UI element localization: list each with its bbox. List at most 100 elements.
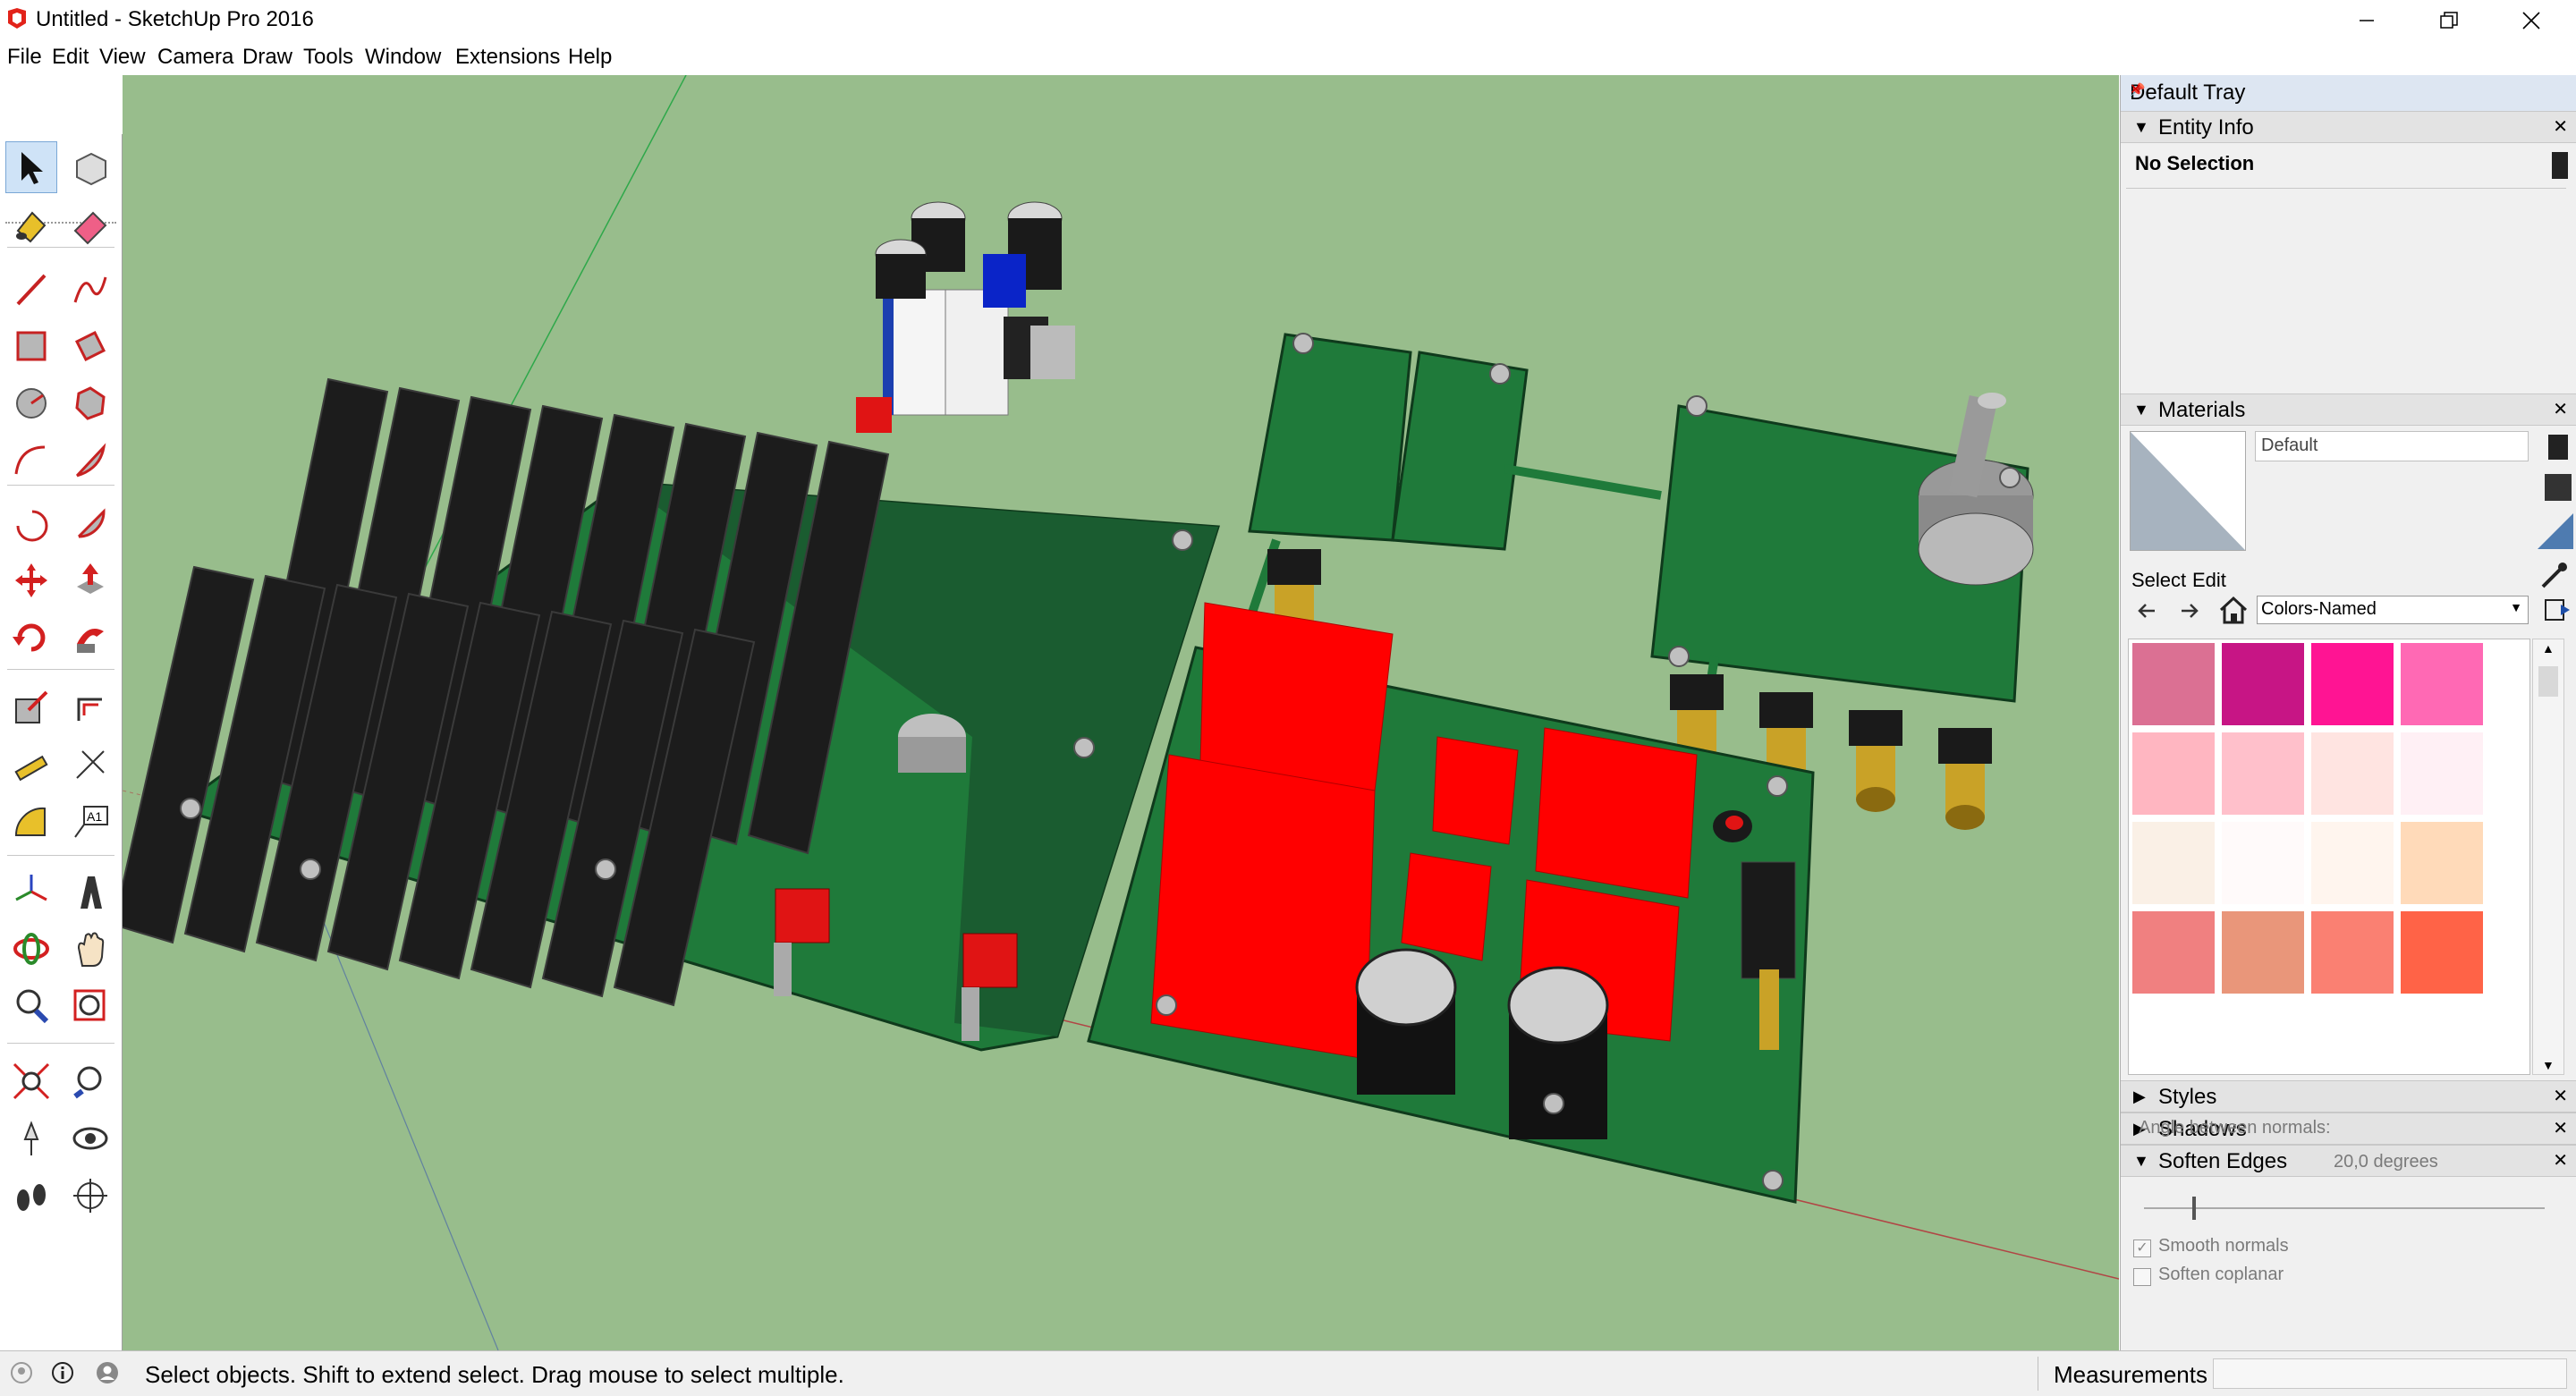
entity-info-header[interactable]: ▼ Entity Info ✕	[2121, 111, 2576, 143]
text-tool[interactable]: A1	[64, 796, 116, 848]
close-button[interactable]	[2490, 0, 2572, 41]
credits-info-icon[interactable]	[50, 1360, 75, 1385]
tab-select[interactable]: Select	[2131, 569, 2187, 591]
scroll-thumb[interactable]	[2538, 666, 2558, 697]
angle-slider-thumb[interactable]	[2192, 1197, 2196, 1220]
previous-view-tool[interactable]	[64, 1055, 116, 1107]
menu-help[interactable]: Help	[568, 45, 613, 69]
rectangle-tool[interactable]	[5, 320, 57, 372]
shadows-header[interactable]: ▶ Shadows ✕	[2121, 1113, 2576, 1145]
drawing-area[interactable]	[123, 75, 2119, 1350]
close-panel-icon[interactable]: ✕	[2553, 1151, 2568, 1171]
pin-icon[interactable]: 📌	[2130, 82, 2146, 97]
arc-tool[interactable]	[5, 435, 57, 486]
scroll-up-icon[interactable]: ▲	[2542, 641, 2555, 656]
offset-tool[interactable]	[64, 681, 116, 733]
two-point-arc-tool[interactable]	[64, 435, 116, 486]
create-material-icon[interactable]	[2545, 474, 2572, 501]
menu-window[interactable]: Window	[365, 45, 442, 69]
material-swatch[interactable]	[2132, 732, 2215, 815]
menu-tools[interactable]: Tools	[303, 45, 354, 69]
material-swatch[interactable]	[2311, 643, 2394, 725]
material-swatch[interactable]	[2132, 643, 2215, 725]
menu-file[interactable]: File	[7, 45, 42, 69]
section-plane-tool[interactable]	[64, 1170, 116, 1222]
display-secondary-pane-icon[interactable]	[2548, 435, 2568, 460]
user-account-icon[interactable]	[95, 1360, 120, 1385]
geo-location-icon[interactable]	[9, 1360, 34, 1385]
pan-tool[interactable]	[64, 923, 116, 975]
styles-header[interactable]: ▶ Styles ✕	[2121, 1080, 2576, 1113]
smooth-normals-checkbox[interactable]: ✓	[2133, 1239, 2151, 1257]
materials-header[interactable]: ▼ Materials ✕	[2121, 393, 2576, 426]
material-swatch[interactable]	[2311, 822, 2394, 904]
line-pencil-tool[interactable]	[5, 263, 57, 315]
material-swatch[interactable]	[2222, 643, 2304, 725]
3d-text-tool[interactable]	[64, 866, 116, 918]
zoom-extents-tool[interactable]	[5, 1055, 57, 1107]
minimize-button[interactable]	[2326, 0, 2408, 41]
follow-me-tool[interactable]	[64, 612, 116, 664]
home-icon[interactable]	[2217, 594, 2250, 626]
swatch-scrollbar[interactable]: ▲ ▼	[2532, 639, 2564, 1075]
restore-button[interactable]	[2408, 0, 2490, 41]
close-panel-icon[interactable]: ✕	[2553, 1119, 2568, 1138]
material-swatch[interactable]	[2311, 732, 2394, 815]
axes-tool[interactable]	[5, 866, 57, 918]
menu-draw[interactable]: Draw	[242, 45, 293, 69]
material-swatch[interactable]	[2401, 911, 2483, 994]
position-camera-tool[interactable]	[5, 1113, 57, 1164]
eyedropper-icon[interactable]	[2539, 562, 2568, 590]
material-swatch[interactable]	[2401, 643, 2483, 725]
toolbar-grip[interactable]	[5, 222, 116, 229]
protractor-tool[interactable]	[5, 796, 57, 848]
material-swatch[interactable]	[2311, 911, 2394, 994]
material-swatch[interactable]	[2401, 732, 2483, 815]
menu-edit[interactable]: Edit	[52, 45, 89, 69]
paint-bucket-tool[interactable]	[5, 199, 57, 250]
menu-extensions[interactable]: Extensions	[455, 45, 561, 69]
collection-dropdown[interactable]: Colors-Named ▼	[2257, 596, 2529, 624]
walk-tool[interactable]	[5, 1170, 57, 1222]
scroll-down-icon[interactable]: ▼	[2542, 1058, 2555, 1072]
angle-slider-track[interactable]	[2144, 1207, 2545, 1209]
circle-tool[interactable]	[5, 377, 57, 429]
pie-tool[interactable]	[64, 497, 116, 549]
freehand-tool[interactable]	[64, 263, 116, 315]
material-name-field[interactable]: Default	[2255, 431, 2529, 461]
dimension-tool[interactable]	[64, 739, 116, 791]
push-pull-tool[interactable]	[64, 554, 116, 606]
zoom-window-tool[interactable]	[64, 980, 116, 1032]
rotate-tool[interactable]	[5, 612, 57, 664]
menu-view[interactable]: View	[99, 45, 146, 69]
forward-arrow-icon[interactable]	[2176, 597, 2203, 624]
move-tool[interactable]	[5, 554, 57, 606]
material-swatch[interactable]	[2222, 911, 2304, 994]
material-swatch[interactable]	[2132, 822, 2215, 904]
material-swatch[interactable]	[2401, 822, 2483, 904]
look-around-tool[interactable]	[64, 1113, 116, 1164]
details-arrow-icon[interactable]	[2543, 596, 2572, 624]
back-arrow-icon[interactable]	[2135, 597, 2162, 624]
zoom-tool[interactable]	[5, 980, 57, 1032]
sample-paint-icon[interactable]	[2538, 513, 2573, 549]
scale-tool[interactable]	[5, 681, 57, 733]
material-swatch[interactable]	[2222, 822, 2304, 904]
menu-camera[interactable]: Camera	[157, 45, 234, 69]
close-panel-icon[interactable]: ✕	[2553, 117, 2568, 137]
close-panel-icon[interactable]: ✕	[2553, 1087, 2568, 1106]
entity-details-toggle-icon[interactable]	[2552, 152, 2568, 179]
orbit-tool[interactable]	[5, 923, 57, 975]
rotated-rectangle-tool[interactable]	[64, 320, 116, 372]
soften-edges-header[interactable]: ▼ Soften Edges ✕	[2121, 1145, 2576, 1177]
material-swatch[interactable]	[2132, 911, 2215, 994]
three-point-arc-tool[interactable]	[5, 497, 57, 549]
tab-edit[interactable]: Edit	[2192, 569, 2226, 591]
polygon-tool[interactable]	[64, 377, 116, 429]
soften-coplanar-checkbox[interactable]	[2133, 1268, 2151, 1286]
measurements-input[interactable]	[2213, 1358, 2567, 1389]
tray-close-icon[interactable]: ✕	[2130, 82, 2142, 97]
eraser-tool[interactable]	[64, 199, 116, 250]
tape-measure-tool[interactable]	[5, 739, 57, 791]
select-arrow-tool[interactable]	[5, 141, 57, 193]
